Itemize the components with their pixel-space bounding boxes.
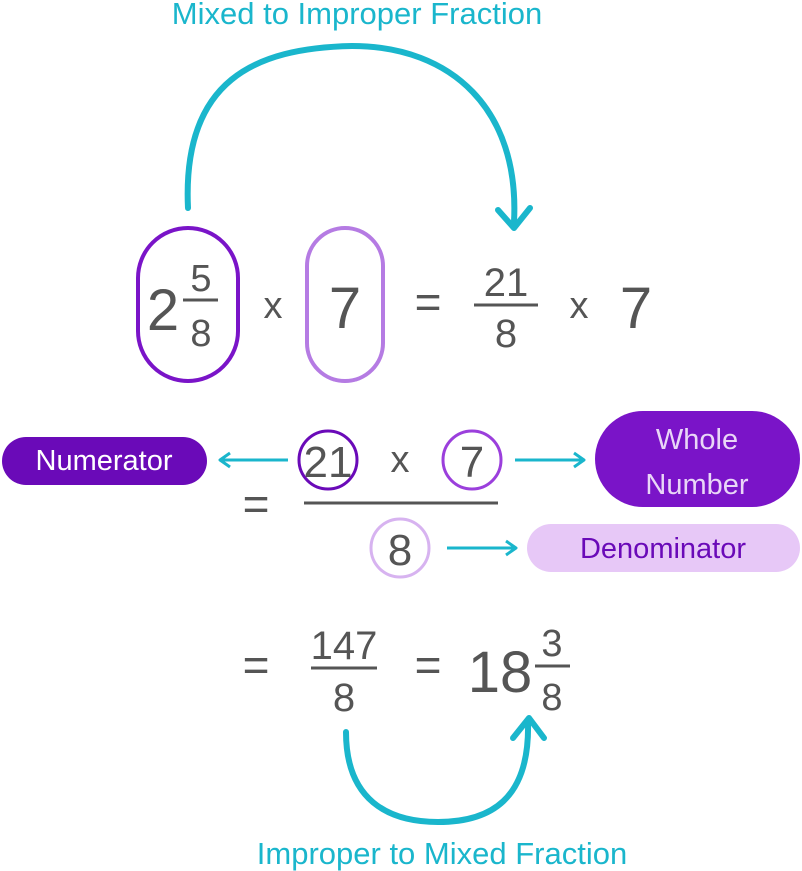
equals-sign: = [415,276,442,328]
improper-numerator: 21 [484,261,529,305]
numerator-label: Numerator [36,445,173,477]
result-denominator: 8 [333,676,355,720]
numerator-label-pill [2,437,207,485]
times-sign: x [264,285,283,327]
arrow-icon [515,451,586,469]
whole-number-circle [441,429,503,491]
bottom-curved-arrow-icon [343,715,547,826]
numerator-circle [297,429,359,491]
multiplier: 7 [620,276,652,341]
step2-denominator: 8 [388,526,412,575]
improper-denominator: 8 [495,312,517,356]
denominator-label-pill [527,524,800,572]
equals-sign: = [243,639,270,691]
final-mixed-whole: 18 [468,640,533,705]
multiplier: 7 [329,276,361,341]
arrow-icon [447,539,518,557]
result-numerator: 147 [311,624,378,668]
multiplier-pill [305,226,385,383]
denominator-label: Denominator [580,533,746,565]
whole-number-label-line1: Whole [656,424,738,456]
mixed-whole: 2 [147,278,179,343]
whole-number-label-line2: Number [645,469,748,501]
top-caption: Mixed to Improper Fraction [172,0,542,31]
whole-number-label-pill [595,411,800,507]
final-mixed-denominator: 8 [541,677,562,719]
times-sign: x [570,285,589,327]
bottom-caption: Improper to Mixed Fraction [257,836,627,871]
step2-numerator-b: 7 [460,438,484,487]
mixed-denominator: 8 [190,313,211,355]
final-mixed-numerator: 3 [541,623,562,665]
equals-sign: = [243,478,270,530]
mixed-numerator: 5 [190,258,211,300]
denominator-circle [369,517,431,579]
step2-numerator-a: 21 [304,438,353,487]
mixed-number-pill [136,226,240,383]
times-sign: x [391,439,410,481]
arrow-icon [218,451,288,469]
equals-sign: = [415,639,442,691]
top-curved-arrow-icon [184,42,533,231]
